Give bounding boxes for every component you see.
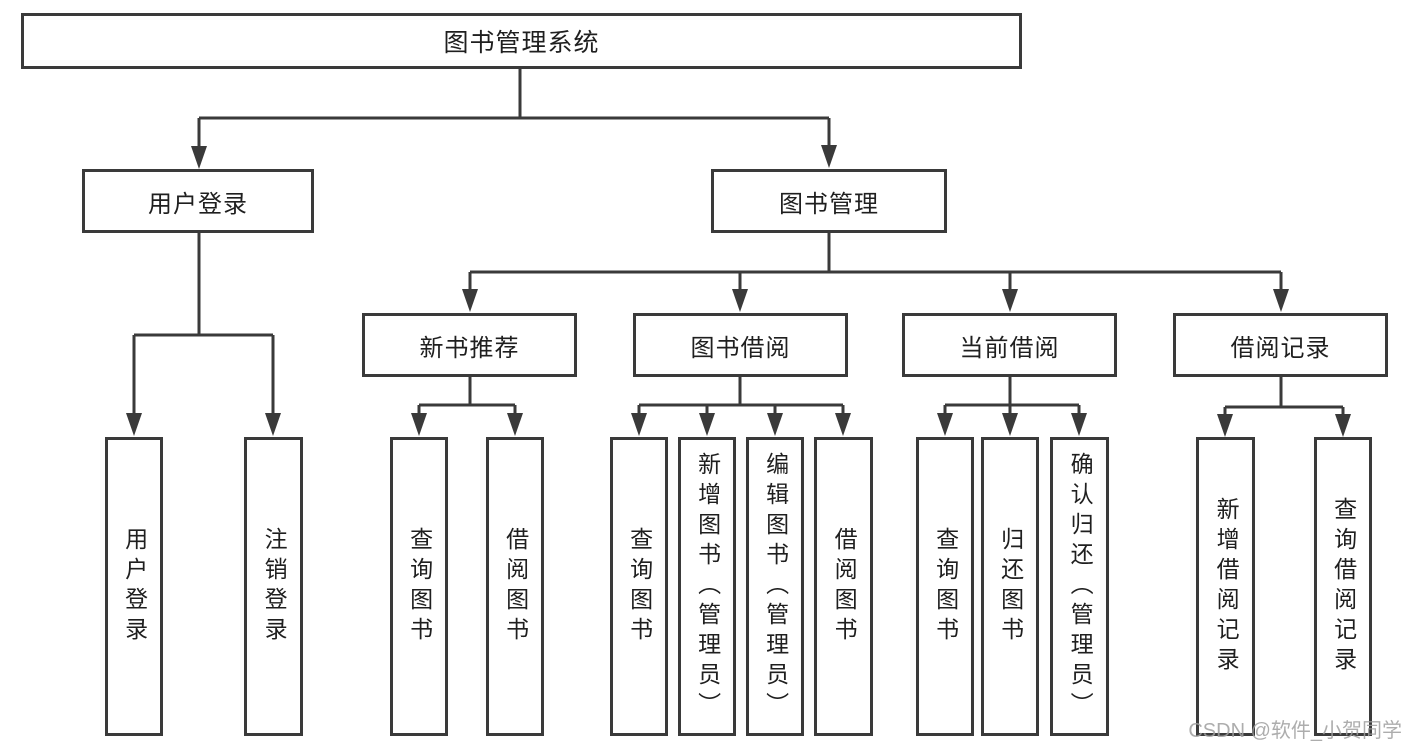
leaf-query-books-1-label: 查询图书: [406, 526, 433, 647]
node-user-login: 用户登录: [82, 169, 314, 233]
arrowhead: [1273, 289, 1289, 312]
arrowhead: [937, 413, 953, 436]
leaf-query-borrow-record: 查询借阅记录: [1314, 437, 1372, 736]
node-root: 图书管理系统: [21, 13, 1022, 69]
arrowhead: [767, 413, 783, 436]
arrowhead: [1002, 289, 1018, 312]
leaf-edit-book-admin: 编辑图书（管理员）: [746, 437, 804, 736]
arrowhead: [1335, 414, 1351, 437]
leaf-return-books: 归还图书: [981, 437, 1039, 736]
leaf-query-books-1: 查询图书: [390, 437, 448, 736]
leaf-query-borrow-record-label: 查询借阅记录: [1330, 496, 1357, 677]
arrowhead: [507, 413, 523, 436]
arrowhead: [631, 413, 647, 436]
node-book-borrow: 图书借阅: [633, 313, 848, 377]
node-book-management-label: 图书管理: [779, 190, 879, 218]
leaf-add-borrow-record: 新增借阅记录: [1196, 437, 1255, 736]
arrowhead: [1217, 414, 1233, 437]
leaf-query-books-2-label: 查询图书: [626, 526, 653, 647]
leaf-add-borrow-record-label: 新增借阅记录: [1213, 496, 1240, 677]
arrowhead: [265, 413, 281, 436]
node-borrow-records-label: 借阅记录: [1230, 334, 1331, 362]
arrowhead: [462, 289, 478, 312]
leaf-borrow-books-2-label: 借阅图书: [831, 526, 858, 647]
arrowhead: [821, 145, 837, 168]
node-user-login-label: 用户登录: [148, 190, 248, 218]
arrowhead: [191, 146, 207, 169]
leaf-edit-book-admin-label: 编辑图书（管理员）: [762, 451, 789, 722]
node-root-label: 图书管理系统: [443, 29, 600, 57]
node-borrow-records: 借阅记录: [1173, 313, 1388, 377]
leaf-query-books-2: 查询图书: [610, 437, 668, 736]
node-new-book-recommend-label: 新书推荐: [419, 334, 520, 362]
arrowhead: [835, 413, 851, 436]
node-book-management: 图书管理: [711, 169, 947, 233]
node-new-book-recommend: 新书推荐: [362, 313, 577, 377]
node-current-borrow: 当前借阅: [902, 313, 1117, 377]
leaf-add-book-admin-label: 新增图书（管理员）: [694, 451, 721, 722]
watermark: CSDN @软件_小贺同学: [1188, 720, 1402, 742]
leaf-confirm-return-admin: 确认归还（管理员）: [1050, 437, 1109, 736]
arrowhead: [699, 413, 715, 436]
node-current-borrow-label: 当前借阅: [959, 334, 1060, 362]
leaf-query-books-3: 查询图书: [916, 437, 974, 736]
node-book-borrow-label: 图书借阅: [690, 334, 791, 362]
arrowhead: [1002, 413, 1018, 436]
leaf-logout: 注销登录: [244, 437, 303, 736]
leaf-query-books-3-label: 查询图书: [932, 526, 959, 647]
leaf-borrow-books-1-label: 借阅图书: [502, 526, 529, 647]
arrowhead: [126, 413, 142, 436]
leaf-user-login-label: 用户登录: [121, 526, 148, 647]
leaf-confirm-return-admin-label: 确认归还（管理员）: [1067, 451, 1094, 722]
leaf-add-book-admin: 新增图书（管理员）: [678, 437, 736, 736]
arrowhead: [1071, 413, 1087, 436]
arrowhead: [411, 413, 427, 436]
leaf-logout-label: 注销登录: [261, 526, 288, 647]
leaf-user-login: 用户登录: [105, 437, 163, 736]
leaf-borrow-books-1: 借阅图书: [486, 437, 544, 736]
leaf-borrow-books-2: 借阅图书: [814, 437, 873, 736]
leaf-return-books-label: 归还图书: [997, 526, 1024, 647]
arrowhead: [732, 289, 748, 312]
